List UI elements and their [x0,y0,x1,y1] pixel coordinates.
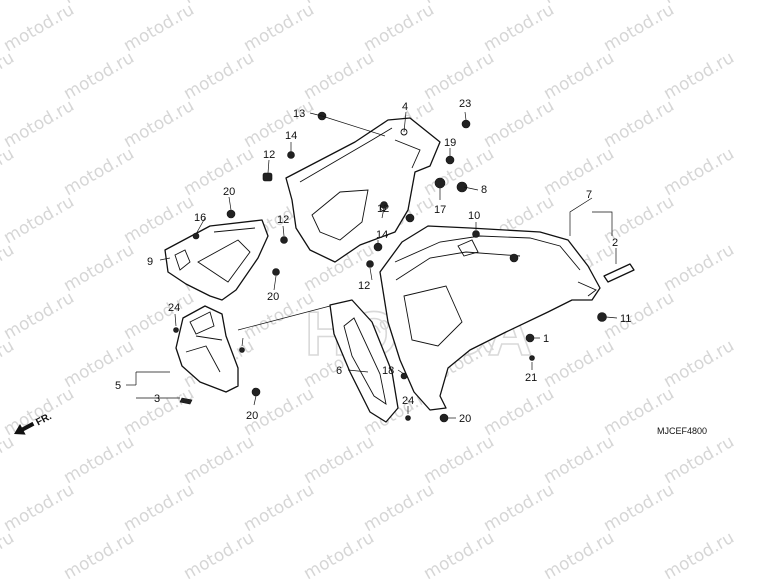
callout-21: 21 [525,372,537,384]
callout-3: 3 [154,393,160,405]
callout-15: 16 [194,212,206,224]
left-bracket-panel [164,219,269,301]
callout-12-c: 12 [377,203,389,215]
callout-20-c: 20 [459,413,471,425]
callout-20-b: 20 [267,291,279,303]
callout-18: 18 [382,365,394,377]
callout-19: 19 [444,137,456,149]
callout-12-a: 12 [263,149,275,161]
callout-22: 23 [459,98,471,110]
callout-4: 4 [402,101,408,113]
callout-12-d: 12 [358,280,370,292]
main-lower-fairing [379,225,601,411]
callout-8: 8 [481,184,487,196]
direction-label: FR. [34,411,54,428]
upper-inner-panel [285,117,441,263]
callout-17: 17 [434,204,446,216]
callout-9: 9 [147,256,153,268]
leader-lines [126,111,618,419]
callout-5: 5 [115,380,121,392]
callout-12-b: 12 [277,214,289,226]
callout-16: 13 [293,108,305,120]
callout-24-a: 24 [168,302,180,314]
callout-14-visible: 14 [376,229,388,241]
lower-left-bracket [175,305,239,393]
diagram-code: MJCEF4800 [657,426,707,436]
callout-20-a: 20 [223,186,235,198]
side-fairing-narrow [329,299,399,423]
callout-10: 10 [468,210,480,222]
callout-2: 2 [612,237,618,249]
front-direction-indicator: FR. [14,411,54,435]
callout-11: 11 [620,313,631,325]
callout-1: 1 [543,333,549,345]
callout-13: 14 [285,130,297,142]
callout-labels: 13 4 14 12 20 16 9 12 20 12 15 12 23 19 … [115,98,631,425]
callout-23: 24 [402,395,414,407]
callout-20-d: 20 [246,410,258,422]
trim-strip [603,263,635,283]
callout-7: 7 [586,189,592,201]
callout-6: 6 [336,365,342,377]
